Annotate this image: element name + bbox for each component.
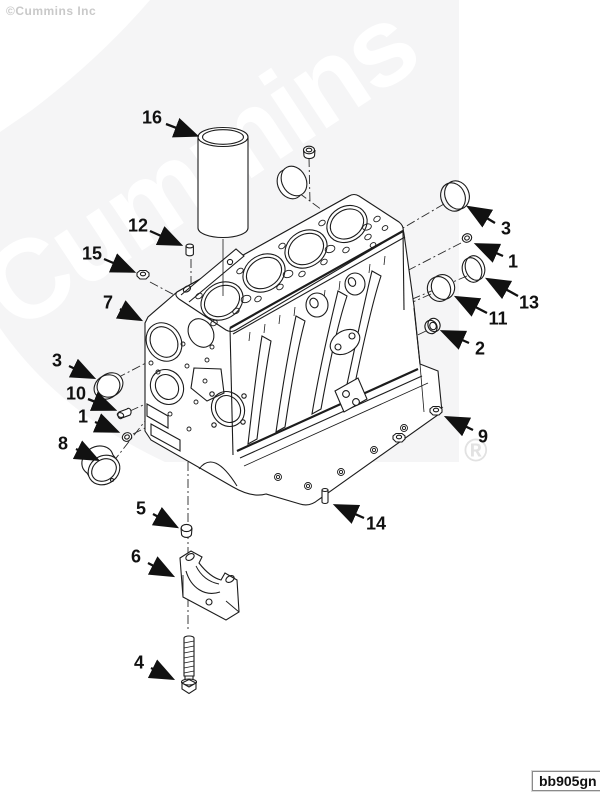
rail-bosses: [274, 424, 408, 490]
expansion-plug-top-illustration: [276, 165, 308, 200]
callout-label-8: 8: [57, 433, 69, 454]
figure-code-box: bb905gn: [532, 771, 600, 791]
callout-label-9: 9: [477, 426, 489, 447]
hex-nut-9-illustration: [392, 405, 443, 443]
callout-label-3: 3: [51, 350, 63, 371]
callout-label-5: 5: [135, 498, 147, 519]
deck-holes: [195, 215, 389, 327]
side-plug-bosses: [305, 272, 366, 318]
cup-plug-3-right-illustration: [440, 180, 470, 212]
callout-label-14: 14: [365, 513, 387, 534]
callout-label-3: 3: [500, 218, 512, 239]
callout-label-16: 16: [141, 107, 163, 128]
cap-bolt-illustration: [180, 635, 198, 695]
callout-label-11: 11: [488, 308, 508, 329]
cylinder-liner-illustration: [197, 126, 249, 296]
callout-arrows: [68, 117, 519, 681]
callout-label-7: 7: [102, 292, 114, 313]
mount-pad: [334, 377, 368, 413]
copyright-text: ©Cummins Inc: [6, 4, 97, 18]
callout-label-4: 4: [133, 652, 145, 673]
deck-front-flange: [180, 248, 245, 303]
watermark-logo-arc-top: [0, 0, 150, 132]
dowel-12-illustration: [185, 243, 194, 257]
callout-label-15: 15: [81, 243, 103, 264]
ring-dowel-1-right-illustration: [461, 233, 473, 243]
callout-label-1: 1: [507, 251, 519, 272]
front-face-details: [145, 318, 247, 487]
callout-label-1: 1: [77, 406, 89, 427]
side-ribs: [247, 270, 382, 446]
pan-rail: [236, 367, 429, 467]
plug-11-illustration: [426, 274, 456, 302]
watermark-logo-arc-bottom: [0, 328, 165, 462]
side-pad: [329, 328, 361, 356]
callout-label-13: 13: [518, 292, 540, 313]
hex-nut-15-illustration: [136, 269, 150, 280]
bushing-8-illustration: [81, 445, 121, 486]
stud-14-illustration: [321, 487, 329, 505]
registered-trademark-symbol: ®: [464, 432, 488, 468]
cylinder-bores: [200, 204, 368, 321]
callout-label-12: 12: [127, 215, 149, 236]
callout-label-2: 2: [474, 338, 486, 359]
cup-plug-5-illustration: [180, 523, 193, 538]
engine-block-illustration: [144, 193, 443, 506]
callout-label-6: 6: [130, 546, 142, 567]
small-cup-plug-illustration: [302, 145, 316, 160]
plug-13-illustration: [461, 255, 486, 283]
ring-dowel-1-left-illustration: [121, 432, 133, 442]
plug-2-illustration: [424, 317, 441, 335]
bearing-cap-illustration: [179, 550, 240, 621]
callout-label-10: 10: [65, 383, 87, 404]
